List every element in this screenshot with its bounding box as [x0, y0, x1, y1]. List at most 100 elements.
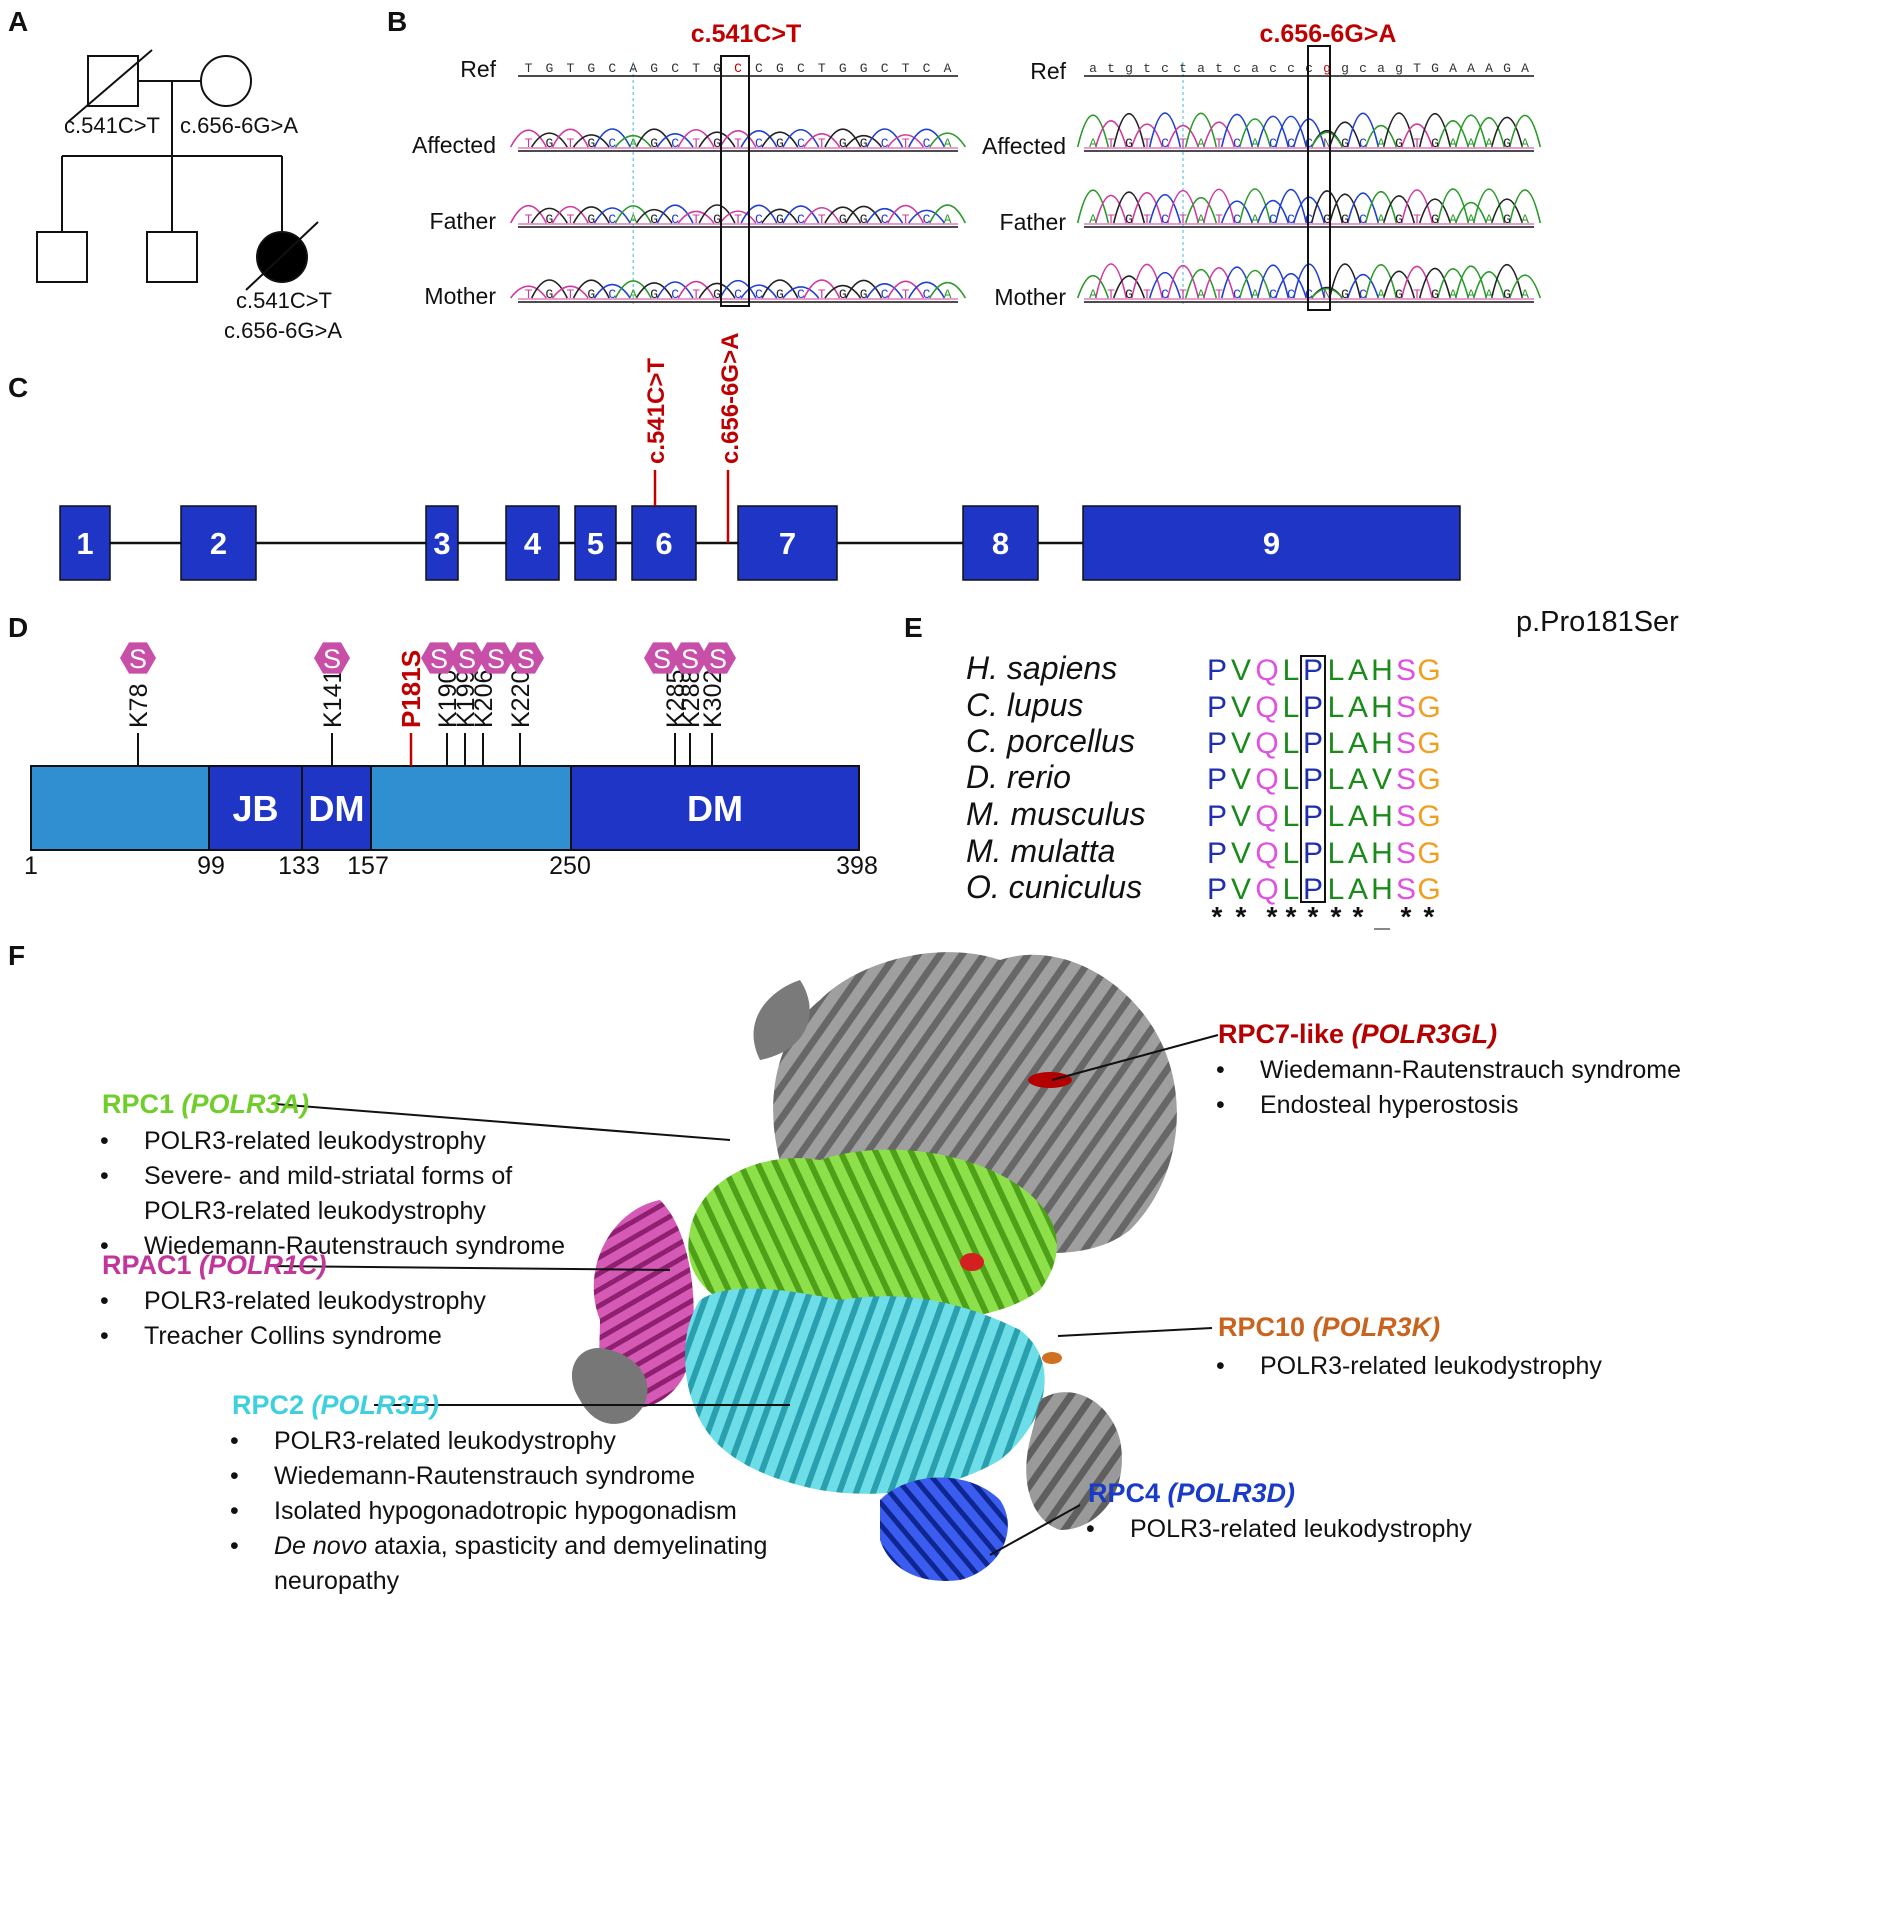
trace-peak	[635, 282, 673, 299]
conservation-mark: *	[1424, 901, 1435, 932]
trace-peak	[824, 128, 862, 148]
base-call: C	[923, 287, 931, 302]
residue: S	[1396, 873, 1416, 906]
rpc10-disease-item: POLR3-related leukodystrophy	[1216, 1349, 1602, 1384]
trace-peak	[551, 205, 589, 224]
sumo-badge-letter: S	[653, 644, 671, 674]
base-call: T	[1107, 212, 1115, 227]
residue: S	[1396, 654, 1416, 687]
trace-peak	[1472, 270, 1506, 299]
exon-box	[962, 505, 1039, 581]
rpc4-disease-item: POLR3-related leukodystrophy	[1086, 1512, 1472, 1547]
base-call: C	[1287, 136, 1295, 151]
brother-2-symbol	[146, 231, 198, 283]
residue: S	[1396, 763, 1416, 796]
sumo-badge-letter: S	[430, 644, 448, 674]
base-call: t	[1143, 61, 1151, 76]
mother-variant-label: c.656-6G>A	[180, 113, 299, 138]
residue: A	[1348, 800, 1368, 833]
exon-number: 9	[1263, 526, 1280, 561]
base-call: A	[1485, 212, 1493, 227]
base-call: c	[1359, 61, 1367, 76]
base-call: A	[629, 212, 637, 227]
base-call: C	[797, 61, 805, 76]
base-call: C	[755, 136, 763, 151]
trace-peak	[761, 131, 799, 148]
trace-peak	[1184, 197, 1218, 224]
trace-peak	[1311, 287, 1343, 299]
residue: P	[1303, 873, 1323, 906]
residue: A	[1348, 691, 1368, 724]
structure-rpc4-blue	[880, 1477, 1008, 1581]
base-call: G	[650, 61, 658, 76]
base-call: G	[1395, 212, 1403, 227]
base-call: A	[1467, 136, 1475, 151]
base-call: G	[1341, 212, 1349, 227]
trace-peak	[845, 134, 883, 148]
base-call: G	[776, 212, 784, 227]
trace-peak	[929, 132, 967, 148]
base-call: A	[1467, 212, 1475, 227]
trace-peak	[1472, 117, 1506, 148]
exon-box	[574, 505, 617, 581]
base-call: C	[1287, 287, 1295, 302]
structure-gray-right	[1026, 1392, 1122, 1530]
rpc2-disease-item: De novo ataxia, spasticity and demyelina…	[230, 1529, 767, 1564]
base-call: g	[1341, 61, 1349, 76]
base-call: G	[839, 212, 847, 227]
sumo-site-label: K206	[470, 670, 498, 728]
structure-rpc2-cyan	[685, 1288, 1045, 1494]
base-call: A	[629, 136, 637, 151]
trace-peak	[1184, 112, 1218, 148]
trace-peak	[1328, 263, 1362, 299]
trace-peak	[1202, 121, 1236, 148]
base-call: C	[755, 287, 763, 302]
trace-peak	[1238, 269, 1272, 299]
rpc2-disease-item: Isolated hypogonadotropic hypogonadism	[230, 1494, 767, 1529]
species-name: D. rerio	[966, 759, 1071, 795]
trace-peak	[1076, 114, 1110, 148]
residue: S	[1396, 691, 1416, 724]
base-call: T	[1179, 136, 1187, 151]
trace-peak	[677, 280, 715, 299]
residue: V	[1231, 691, 1251, 724]
trace-peak	[1274, 273, 1308, 299]
conservation-mark: *	[1212, 901, 1223, 932]
rpc1-disease-list: POLR3-related leukodystrophy Severe- and…	[100, 1124, 565, 1264]
base-call: G	[1503, 287, 1511, 302]
trace-peak	[1256, 200, 1290, 224]
residue: A	[1348, 727, 1368, 760]
left-row-label-mother: Mother	[424, 283, 496, 309]
residue: A	[1348, 837, 1368, 870]
trace-peak	[908, 281, 946, 299]
trace-peak	[761, 208, 799, 224]
trace-peak	[509, 204, 547, 224]
base-call: G	[650, 136, 658, 151]
trace-peak	[1508, 274, 1542, 299]
residue: L	[1283, 837, 1300, 870]
rpac1-disease-item: Treacher Collins syndrome	[100, 1319, 486, 1354]
residue: P	[1207, 691, 1227, 724]
trace-peak	[572, 206, 610, 224]
right-chromatogram-title: c.656-6G>A	[1259, 20, 1397, 48]
base-call: A	[1251, 212, 1259, 227]
residue: V	[1231, 763, 1251, 796]
trace-peak	[887, 204, 925, 224]
base-call: A	[1089, 212, 1097, 227]
base-call: A	[1197, 136, 1205, 151]
base-call: G	[587, 212, 595, 227]
sumo-site-label: K141	[319, 670, 347, 728]
trace-peak	[593, 283, 631, 299]
structure-accent-marks	[960, 1072, 1072, 1364]
rpc7-disease-item: Wiedemann-Rautenstrauch syndrome	[1216, 1053, 1681, 1088]
residue: P	[1303, 691, 1323, 724]
panel-label-c: C	[8, 372, 29, 403]
exon-box	[1082, 505, 1461, 581]
base-call: C	[1269, 287, 1277, 302]
trace-peak	[509, 129, 547, 148]
residue: V	[1231, 873, 1251, 906]
residue: S	[1396, 837, 1416, 870]
residue: P	[1303, 654, 1323, 687]
